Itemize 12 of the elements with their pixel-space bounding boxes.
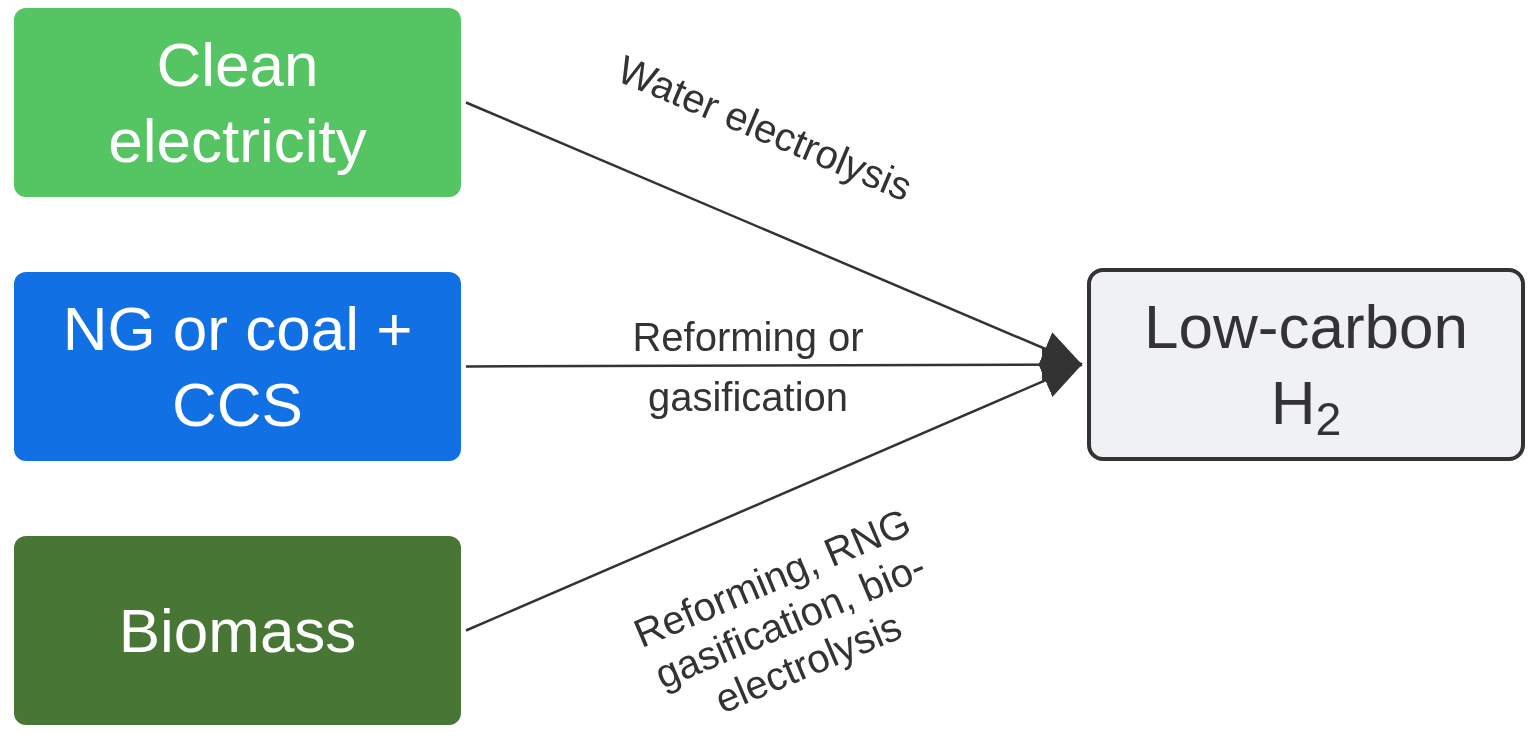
process-box (14, 8, 461, 197)
box-label: Biomass (118, 594, 357, 667)
box-label: Clean electricity (107, 28, 368, 177)
arrow (465, 101, 1083, 366)
process-box (1087, 268, 1525, 461)
arrow (465, 363, 1083, 632)
process-box (14, 272, 461, 461)
box-label: NG or coal + CCS (62, 292, 413, 441)
process-box (14, 536, 461, 725)
edge-label: Reforming or gasification (631, 314, 865, 421)
box-label: Low-carbon H$_{2}$ (1143, 290, 1469, 441)
arrow (466, 346, 1082, 383)
